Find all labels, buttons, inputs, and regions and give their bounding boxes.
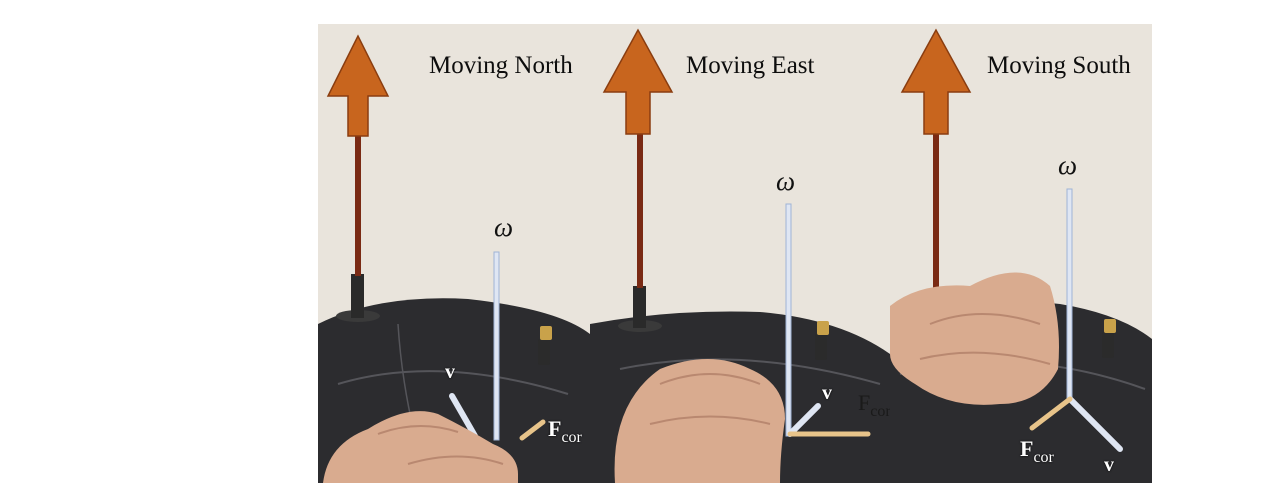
coriolis-force-subscript: cor xyxy=(1033,449,1054,466)
velocity-label: v xyxy=(1104,454,1114,476)
demonstration-photo-strip: Moving North ω v Fcor Moving East ω v Fc… xyxy=(318,24,1152,483)
caption-moving-north: Moving North xyxy=(429,52,573,79)
omega-vector xyxy=(493,251,500,441)
velocity-vector xyxy=(1067,396,1123,452)
coriolis-force-label: Fcor xyxy=(858,390,890,421)
panel-moving-south: Moving South ω Fcor v xyxy=(890,24,1152,483)
coriolis-force-symbol: F xyxy=(858,390,871,415)
axis-arrow-icon xyxy=(326,34,390,137)
panel-south-scene xyxy=(890,24,1152,483)
panel-moving-north: Moving North ω v Fcor xyxy=(318,24,590,483)
axis-arrow-icon xyxy=(602,28,674,135)
coriolis-force-label: Fcor xyxy=(548,416,582,447)
coriolis-force-symbol: F xyxy=(548,416,562,441)
omega-label: ω xyxy=(1058,150,1078,180)
omega-label: ω xyxy=(494,212,514,242)
coriolis-force-label: Fcor xyxy=(1020,436,1054,467)
omega-label: ω xyxy=(776,166,796,196)
velocity-vector xyxy=(787,403,821,437)
panel-north-scene xyxy=(318,24,590,483)
coriolis-force-subscript: cor xyxy=(870,403,890,420)
coriolis-force-subscript: cor xyxy=(561,429,582,446)
coriolis-force-symbol: F xyxy=(1020,436,1034,461)
caption-moving-south: Moving South xyxy=(987,52,1131,79)
velocity-vector xyxy=(449,393,478,439)
coriolis-vector xyxy=(1029,396,1073,431)
hand xyxy=(323,411,518,483)
axis-arrow-icon xyxy=(900,28,972,135)
velocity-label: v xyxy=(822,382,832,404)
coriolis-vector xyxy=(519,419,546,441)
panel-east-scene xyxy=(590,24,890,483)
omega-vector xyxy=(1066,188,1073,400)
velocity-label: v xyxy=(445,361,455,383)
caption-moving-east: Moving East xyxy=(686,52,815,79)
panel-moving-east: Moving East ω v Fcor xyxy=(590,24,890,483)
hand xyxy=(890,272,1059,405)
omega-vector xyxy=(785,203,792,437)
hand xyxy=(614,359,785,483)
